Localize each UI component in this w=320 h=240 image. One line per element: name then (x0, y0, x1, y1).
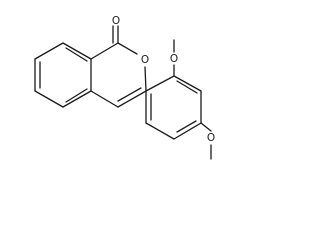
methoxy-groups (173, 39, 212, 160)
bond (117, 42, 138, 55)
bond (176, 80, 198, 94)
bond (65, 47, 88, 62)
bond (145, 75, 175, 92)
bond (34, 42, 64, 60)
bond (34, 90, 64, 108)
bond (62, 90, 92, 108)
molecule-drawing: O O O O (34, 15, 215, 160)
dimethoxyphenyl-ring (145, 75, 202, 140)
methoxy-2-oxygen-label: O (170, 53, 178, 65)
bond (173, 122, 202, 140)
bond (90, 90, 119, 108)
pyranone-ring (90, 25, 147, 108)
carbonyl-oxygen-label: O (112, 15, 120, 27)
structure-canvas: O O O O (34, 15, 215, 160)
bond (65, 88, 88, 103)
bond (90, 42, 119, 60)
methoxy-4-oxygen-label: O (207, 132, 215, 144)
bond (176, 120, 197, 133)
bond (173, 75, 202, 92)
benzo-ring (34, 42, 92, 108)
bond (117, 87, 142, 102)
bond (62, 42, 92, 60)
ring-oxygen-label: O (141, 54, 149, 66)
bond (200, 122, 212, 132)
bond (144, 66, 147, 92)
bond (117, 90, 147, 108)
bond (145, 122, 175, 140)
